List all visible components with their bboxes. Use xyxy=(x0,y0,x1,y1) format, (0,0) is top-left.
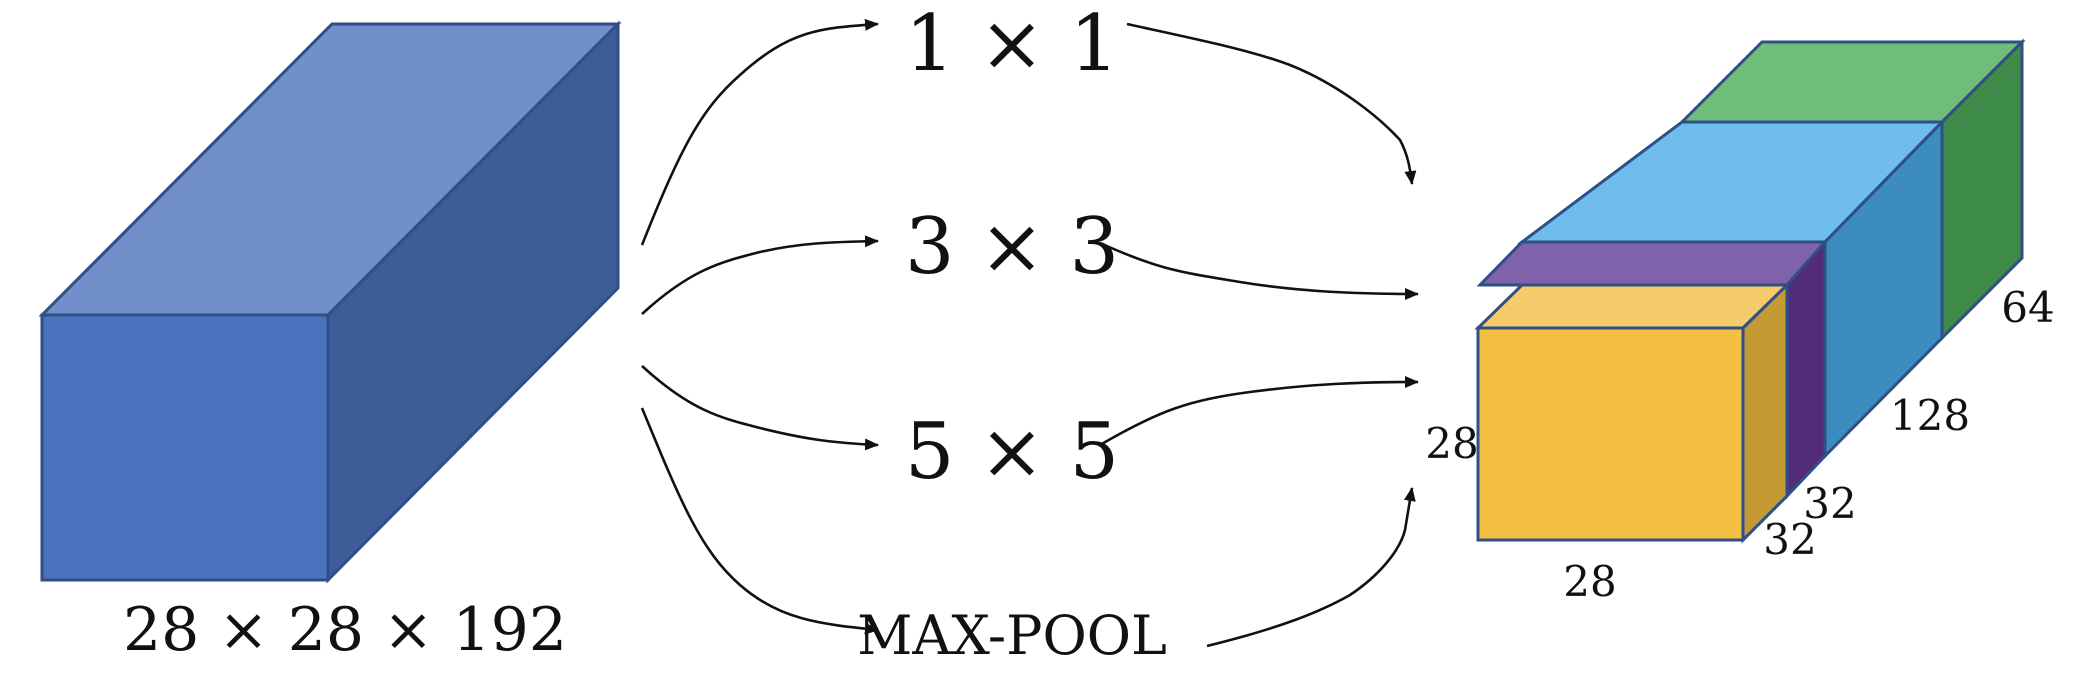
output-depth-label-yellow: 32 xyxy=(1763,515,1816,564)
output-purple-top-face xyxy=(1476,240,1829,287)
input-arrows xyxy=(640,18,879,635)
output-depth-label-green: 64 xyxy=(2001,283,2054,332)
output-height-label: 28 xyxy=(1425,419,1478,468)
output-arrows xyxy=(1099,22,1419,648)
output-width-label: 28 xyxy=(1563,557,1616,606)
input-volume xyxy=(38,20,622,584)
output-volume xyxy=(1474,38,2026,544)
arrow-input-to-3x3 xyxy=(641,235,879,315)
output-yellow-front-face xyxy=(1476,326,1745,542)
arrow-maxpool-to-output xyxy=(1206,487,1416,648)
op-label-5x5: 5 × 5 xyxy=(905,407,1119,497)
output-depth-label-purple: 32 xyxy=(1803,479,1856,528)
arrow-3x3-to-output xyxy=(1099,241,1419,300)
output-yellow-top-face xyxy=(1474,283,1791,330)
op-label-1x1: 1 × 1 xyxy=(905,0,1119,89)
arrow-5x5-to-output xyxy=(1099,376,1419,447)
output-depth-label-blue: 128 xyxy=(1890,391,1970,440)
input-volume-caption: 28 × 28 × 192 xyxy=(123,595,567,665)
op-label-3x3: 3 × 3 xyxy=(905,202,1119,292)
input-volume-front-face xyxy=(40,313,330,582)
arrow-input-to-5x5 xyxy=(641,365,879,451)
output-yellow-side-face xyxy=(1741,281,1789,544)
arrow-1x1-to-output xyxy=(1126,22,1417,185)
arrow-input-to-1x1 xyxy=(640,18,879,246)
output-purple-side-face xyxy=(1785,238,1827,500)
op-label-maxpool: MAX-POOL xyxy=(857,604,1167,667)
arrow-input-to-maxpool xyxy=(640,407,879,635)
